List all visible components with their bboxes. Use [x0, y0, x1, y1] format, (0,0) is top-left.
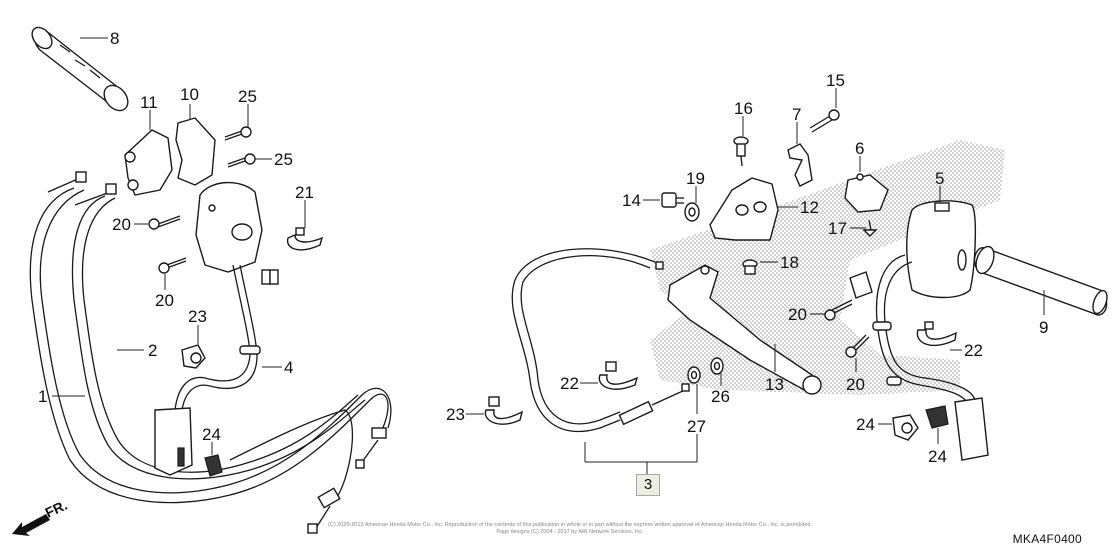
screw-20-left-lower[interactable]	[158, 257, 187, 274]
screw-25-lower[interactable]	[227, 153, 256, 168]
callout-21-left[interactable]: 21	[295, 183, 314, 202]
callout-25-upper[interactable]: 25	[238, 87, 257, 106]
screw-25-upper[interactable]	[224, 126, 252, 141]
screw-17[interactable]	[862, 219, 878, 237]
screw-20-right-upper[interactable]	[824, 299, 853, 321]
callout-19[interactable]: 19	[686, 169, 705, 188]
nut-27[interactable]	[687, 366, 701, 384]
cable-top-fittings	[47, 171, 117, 206]
callout-9[interactable]: 9	[1039, 318, 1048, 337]
callout-24-right[interactable]: 24	[928, 447, 947, 466]
callout-22-upper[interactable]: 22	[560, 374, 579, 393]
left-grip[interactable]	[28, 24, 133, 115]
right-switch-housing-5[interactable]	[906, 200, 977, 299]
band-21-left[interactable]	[286, 227, 324, 251]
callout-23-right[interactable]: 24	[856, 415, 875, 434]
holder-7[interactable]	[787, 143, 813, 187]
callout-12[interactable]: 12	[800, 198, 819, 217]
callout-1[interactable]: 1	[38, 387, 47, 406]
locknut-19[interactable]	[684, 202, 700, 222]
screw-20-left-upper[interactable]	[148, 215, 181, 230]
right-switch-harness[interactable]	[849, 254, 989, 461]
callout-13[interactable]: 13	[765, 375, 784, 394]
callout-20-right-lower[interactable]: 20	[846, 375, 865, 394]
pivot-bolt-16[interactable]	[733, 136, 749, 167]
adjuster-14[interactable]	[661, 192, 684, 208]
callout-7[interactable]: 7	[792, 105, 801, 124]
callout-15[interactable]: 15	[826, 71, 845, 90]
screw-20-right-lower[interactable]	[845, 334, 870, 358]
callouts: 8 11 10 25 25 21 20 20 23 2 1 4 24 15 16…	[38, 29, 1048, 466]
band-22-upper[interactable]	[598, 361, 639, 390]
front-direction-marker: FR.	[8, 497, 88, 540]
callout-20-left-lower[interactable]: 20	[155, 291, 174, 310]
callout-27[interactable]: 27	[687, 417, 706, 436]
callout-20-right-upper[interactable]: 20	[788, 305, 807, 324]
clip-23-left[interactable]	[181, 344, 206, 369]
cable-end-fitting	[371, 427, 387, 439]
clutch-switch-6[interactable]	[844, 173, 889, 213]
arrow-front-icon: FR.	[12, 497, 70, 536]
callout-21-right[interactable]: 22	[964, 341, 983, 360]
callout-14[interactable]: 14	[622, 191, 641, 210]
lever-bracket-12[interactable]	[709, 177, 779, 241]
callout-23-left[interactable]: 23	[188, 307, 207, 326]
callout-26[interactable]: 26	[711, 387, 730, 406]
callout-5[interactable]: 5	[935, 169, 944, 188]
screw-15[interactable]	[809, 109, 840, 133]
callout-10[interactable]: 10	[180, 85, 199, 104]
callout-18[interactable]: 18	[780, 253, 799, 272]
clutch-cable-3[interactable]	[511, 248, 690, 433]
copyright-notice: (C) 2020-2013 American Honda Motor Co., …	[300, 522, 840, 536]
diagram-code: MKA4F0400	[1012, 532, 1082, 546]
band-21-right[interactable]	[916, 321, 957, 346]
callout-17[interactable]: 17	[828, 219, 847, 238]
callout-8[interactable]: 8	[110, 29, 119, 48]
left-switch-housing[interactable]	[195, 181, 263, 273]
callout-6[interactable]: 6	[855, 139, 864, 158]
band-22-lower[interactable]	[484, 396, 524, 425]
grommet-18[interactable]	[742, 259, 758, 275]
callout-2[interactable]: 2	[148, 341, 157, 360]
throttle-housing-11[interactable]	[124, 129, 173, 196]
right-grip-9[interactable]	[973, 244, 1110, 316]
throttle-cable-2[interactable]	[71, 195, 366, 534]
callout-25-lower[interactable]: 25	[274, 150, 293, 169]
callout-3-boxed[interactable]: 3	[636, 474, 660, 496]
throttle-cable-1[interactable]	[29, 187, 392, 504]
clip-23-right[interactable]	[892, 414, 919, 441]
callout-16[interactable]: 16	[734, 99, 753, 118]
callout-22-lower[interactable]: 23	[446, 405, 465, 424]
left-switch-harness-4[interactable]	[154, 264, 279, 476]
copyright-line-2: Page designs (C) 2004 - 2017 by ARI Netw…	[496, 529, 644, 535]
leader-lines	[52, 37, 1045, 474]
callout-11[interactable]: 11	[140, 93, 158, 112]
clutch-lever-13[interactable]	[667, 264, 822, 395]
clip-24-left[interactable]	[204, 454, 223, 477]
callout-4[interactable]: 4	[284, 358, 293, 377]
throttle-housing-10[interactable]	[175, 117, 216, 186]
nut-26[interactable]	[710, 357, 724, 375]
callout-20-left-upper[interactable]: 20	[112, 215, 131, 234]
copyright-line-1: (C) 2020-2013 American Honda Motor Co., …	[328, 522, 812, 528]
callout-24-left[interactable]: 24	[202, 425, 221, 444]
clip-24-right[interactable]	[925, 405, 949, 429]
